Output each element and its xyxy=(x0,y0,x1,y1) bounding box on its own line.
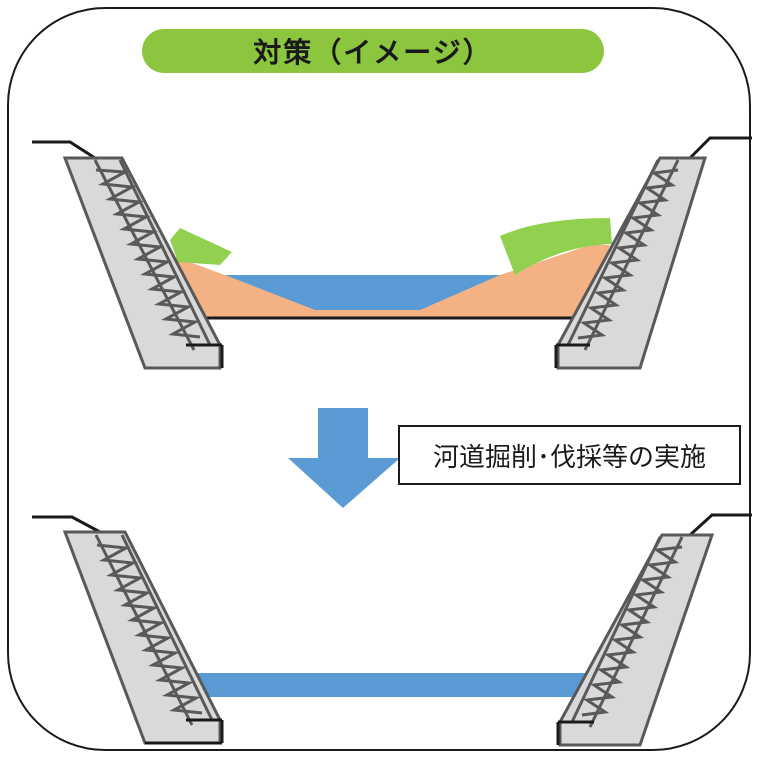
before-vegetation-left xyxy=(170,228,232,265)
action-label-box: 河道掘削･伐採等の実施 xyxy=(398,425,741,485)
down-arrow-icon xyxy=(288,408,400,508)
before-left-ground-line xyxy=(32,140,96,160)
after-cross-section xyxy=(32,513,752,747)
rounded-frame xyxy=(7,7,751,751)
after-right-ground-line xyxy=(688,513,752,537)
before-right-revetment xyxy=(554,156,708,370)
title-banner: 対策（イメージ） xyxy=(142,29,604,73)
after-right-revetment xyxy=(556,533,715,747)
before-vegetation-right xyxy=(500,218,612,275)
before-cross-section xyxy=(32,136,752,370)
before-left-revetment xyxy=(62,156,224,370)
after-left-ground-line xyxy=(32,515,101,534)
before-water xyxy=(225,275,500,310)
after-water xyxy=(198,673,593,697)
before-right-ground-line xyxy=(688,136,752,160)
action-label: 河道掘削･伐採等の実施 xyxy=(432,442,706,473)
after-left-revetment xyxy=(62,530,224,745)
diagram-title: 対策（イメージ） xyxy=(253,36,493,69)
